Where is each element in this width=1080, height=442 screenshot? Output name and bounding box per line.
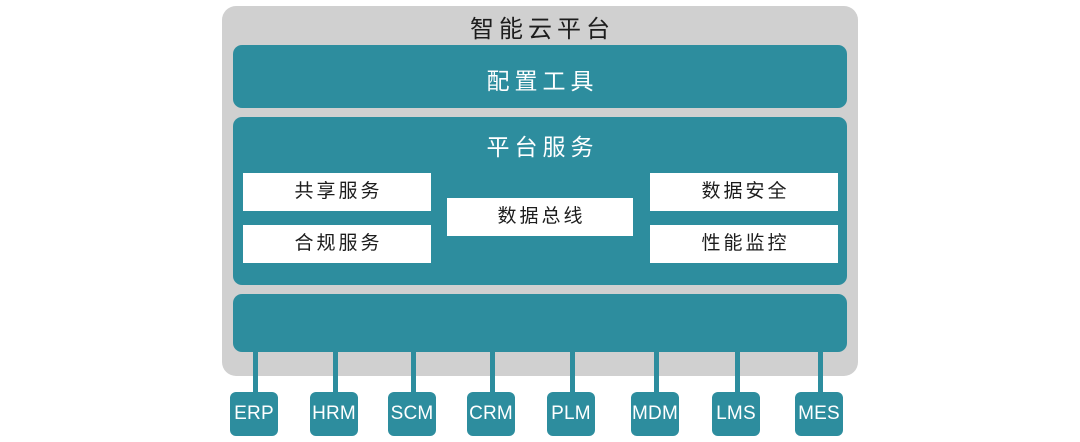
system-badge-hrm[interactable]: HRM (310, 392, 358, 436)
system-badge-mes[interactable]: MES (795, 392, 843, 436)
connector-mes (818, 346, 823, 394)
connector-lms (735, 346, 740, 394)
system-badge-lms[interactable]: LMS (712, 392, 760, 436)
cloud-platform-container: 智能云平台 配置工具 平台服务 共享服务 合规服务 数据总线 数据安全 性能监控 (222, 6, 858, 376)
system-badge-plm[interactable]: PLM (547, 392, 595, 436)
system-badge-row: ERP HRM SCM CRM PLM MDM LMS MES (0, 392, 1080, 438)
connector-hrm (333, 346, 338, 394)
band-platform-services-label: 平台服务 (486, 134, 599, 160)
system-badge-erp[interactable]: ERP (230, 392, 278, 436)
connector-crm (490, 346, 495, 394)
connector-erp (253, 346, 258, 394)
band-bottom-bar[interactable] (233, 294, 847, 352)
connector-plm (570, 346, 575, 394)
service-chip-data-security[interactable]: 数据安全 (650, 173, 838, 211)
system-badge-mdm[interactable]: MDM (631, 392, 679, 436)
connector-mdm (654, 346, 659, 394)
connector-scm (411, 346, 416, 394)
system-badge-crm[interactable]: CRM (467, 392, 515, 436)
band-config-tools[interactable]: 配置工具 (233, 45, 847, 108)
page-title: 智能云平台 (470, 16, 615, 43)
band-config-tools-label: 配置工具 (486, 68, 599, 94)
system-badge-scm[interactable]: SCM (388, 392, 436, 436)
service-chip-data-bus[interactable]: 数据总线 (447, 198, 633, 236)
service-chip-compliance-service[interactable]: 合规服务 (243, 225, 431, 263)
band-platform-services[interactable]: 平台服务 共享服务 合规服务 数据总线 数据安全 性能监控 (233, 117, 847, 285)
service-chip-shared-service[interactable]: 共享服务 (243, 173, 431, 211)
service-chip-performance-monitoring[interactable]: 性能监控 (650, 225, 838, 263)
